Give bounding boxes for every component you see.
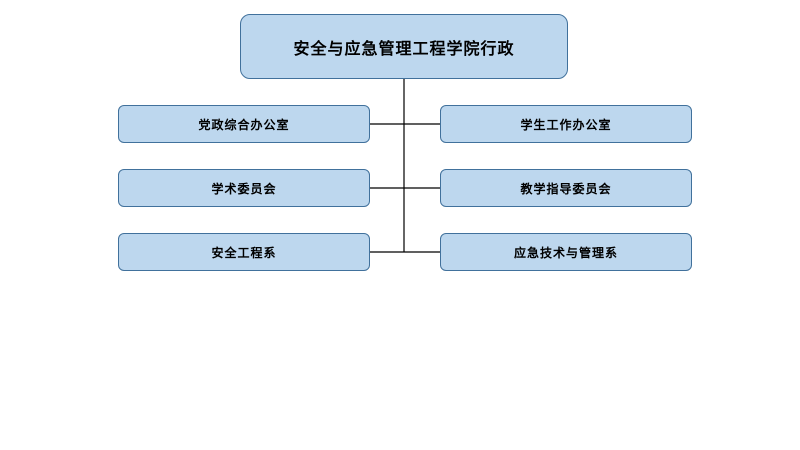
root-node: 安全与应急管理工程学院行政 [240, 14, 568, 79]
office-node-student-affairs: 学生工作办公室 [440, 105, 692, 143]
department-node-safety-engineering: 安全工程系 [118, 233, 370, 271]
node-label: 应急技术与管理系 [513, 245, 618, 260]
root-label: 安全与应急管理工程学院行政 [293, 38, 515, 58]
committee-node-teaching: 教学指导委员会 [440, 169, 692, 207]
office-node-general: 党政综合办公室 [118, 105, 370, 143]
node-label: 学术委员会 [211, 181, 277, 196]
node-label: 教学指导委员会 [520, 181, 612, 196]
node-label: 安全工程系 [211, 245, 277, 260]
committee-node-academic: 学术委员会 [118, 169, 370, 207]
node-label: 党政综合办公室 [198, 117, 290, 132]
node-label: 学生工作办公室 [520, 117, 612, 132]
department-node-emergency-technology: 应急技术与管理系 [440, 233, 692, 271]
